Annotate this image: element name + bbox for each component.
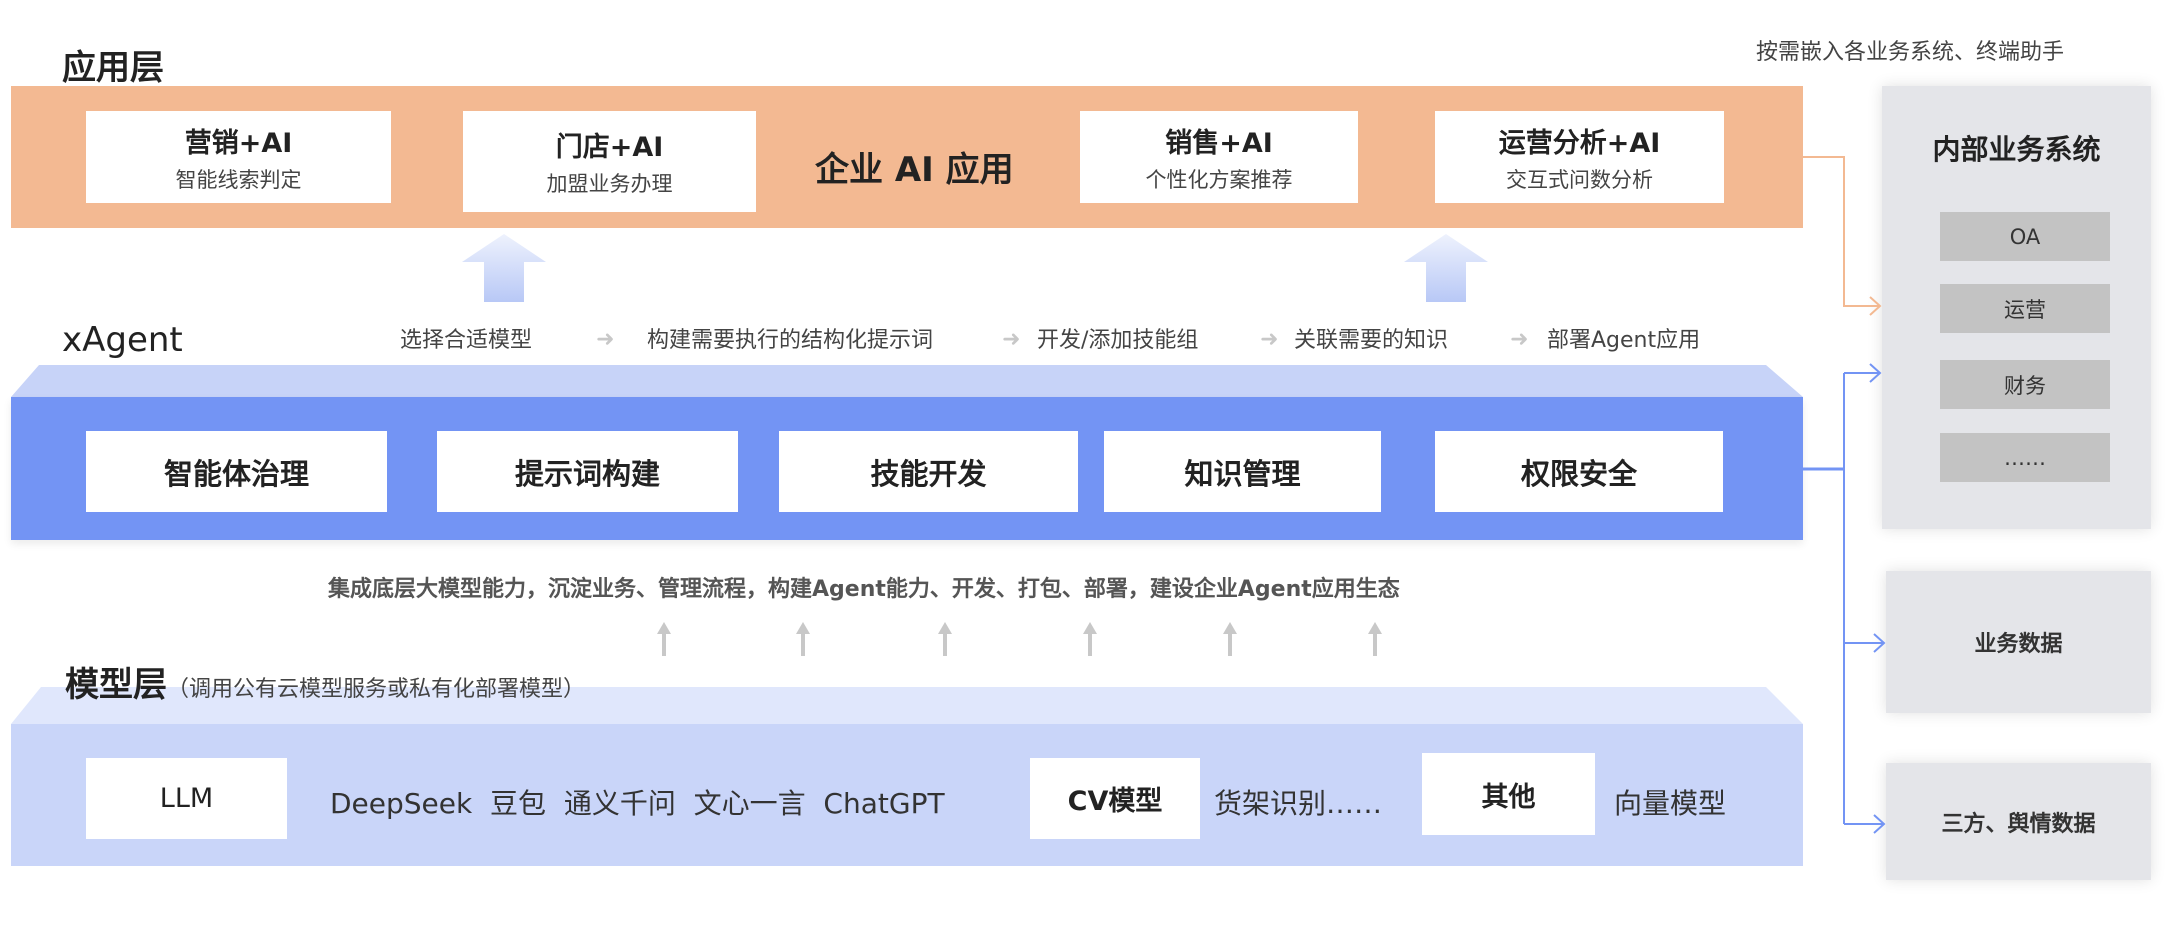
llm-models: DeepSeek 豆包 通义千问 文心一言 ChatGPT bbox=[330, 787, 945, 820]
model-layer-title: 模型层（调用公有云模型服务或私有化部署模型） bbox=[65, 657, 585, 706]
arrow-right-icon: ➜ bbox=[1260, 327, 1279, 352]
third-party-panel: 三方、舆情数据 bbox=[1886, 763, 2151, 880]
system-item-ops: 运营 bbox=[1940, 284, 2110, 333]
app-subtitle: 个性化方案推荐 bbox=[1145, 167, 1293, 192]
other-box: 其他 bbox=[1422, 753, 1595, 835]
system-item-oa: OA bbox=[1940, 212, 2110, 261]
llm-box: LLM bbox=[86, 758, 287, 839]
cv-box: CV模型 bbox=[1030, 758, 1200, 839]
app-subtitle: 智能线索判定 bbox=[175, 167, 302, 192]
up-arrow-icon bbox=[657, 622, 671, 656]
app-marketing: 营销+AI 智能线索判定 bbox=[86, 111, 391, 203]
cv-models: 货架识别…… bbox=[1214, 787, 1383, 820]
module-prompt-building: 提示词构建 bbox=[437, 431, 738, 512]
internal-systems-panel: 内部业务系统 OA 运营 财务 …… bbox=[1882, 86, 2151, 529]
connector-lines bbox=[1803, 156, 1886, 834]
app-subtitle: 交互式问数分析 bbox=[1506, 167, 1653, 192]
xagent-title: xAgent bbox=[62, 320, 183, 360]
xagent-description: 集成底层大模型能力，沉淀业务、管理流程，构建Agent能力、开发、打包、部署，建… bbox=[328, 577, 1400, 602]
module-agent-governance: 智能体治理 bbox=[86, 431, 387, 512]
module-knowledge: 知识管理 bbox=[1104, 431, 1381, 512]
module-skill-dev: 技能开发 bbox=[779, 431, 1078, 512]
arrow-head-icon bbox=[1873, 814, 1886, 834]
app-title: 营销+AI bbox=[184, 127, 293, 159]
app-title: 运营分析+AI bbox=[1498, 127, 1661, 159]
step-build-prompt: 构建需要执行的结构化提示词 bbox=[647, 328, 934, 353]
app-subtitle: 加盟业务办理 bbox=[546, 172, 673, 196]
system-item-more: …… bbox=[1940, 433, 2110, 482]
enterprise-ai-label: 企业 AI 应用 bbox=[815, 150, 1014, 190]
xagent-band-top bbox=[11, 365, 1803, 397]
up-arrow-icon bbox=[1083, 622, 1097, 656]
app-sales: 销售+AI 个性化方案推荐 bbox=[1080, 111, 1358, 203]
up-arrow-icon bbox=[1368, 622, 1382, 656]
model-layer-name: 模型层 bbox=[65, 665, 167, 705]
system-item-finance: 财务 bbox=[1940, 360, 2110, 409]
orange-connector bbox=[1803, 156, 1880, 307]
app-layer-title: 应用层 bbox=[62, 48, 164, 88]
app-ops-analysis: 运营分析+AI 交互式问数分析 bbox=[1435, 111, 1724, 203]
third-party-label: 三方、舆情数据 bbox=[1941, 811, 2096, 837]
arrow-right-icon: ➜ bbox=[1002, 327, 1021, 352]
step-deploy: 部署Agent应用 bbox=[1547, 328, 1701, 353]
embed-caption: 按需嵌入各业务系统、终端助手 bbox=[1756, 40, 2065, 65]
app-store: 门店+AI 加盟业务办理 bbox=[463, 111, 756, 212]
step-add-skills: 开发/添加技能组 bbox=[1037, 328, 1199, 353]
module-permission-security: 权限安全 bbox=[1435, 431, 1723, 512]
internal-systems-title: 内部业务系统 bbox=[1932, 133, 2101, 166]
model-band-top bbox=[11, 687, 1803, 724]
model-layer-subtitle: （调用公有云模型服务或私有化部署模型） bbox=[167, 677, 586, 702]
up-arrow-icon bbox=[1404, 234, 1488, 302]
arrow-head-icon bbox=[1873, 633, 1886, 653]
up-arrow-icon bbox=[796, 622, 810, 656]
arrow-right-icon: ➜ bbox=[596, 327, 615, 352]
app-title: 销售+AI bbox=[1165, 127, 1273, 159]
app-title: 门店+AI bbox=[555, 132, 664, 163]
up-arrow-icon bbox=[462, 234, 546, 302]
arrow-head-icon bbox=[1869, 296, 1882, 316]
business-data-label: 业务数据 bbox=[1974, 632, 2063, 657]
up-arrow-icon bbox=[1223, 622, 1237, 656]
other-models: 向量模型 bbox=[1614, 787, 1727, 820]
up-arrow-icon bbox=[938, 622, 952, 656]
step-link-knowledge: 关联需要的知识 bbox=[1294, 328, 1449, 353]
business-data-panel: 业务数据 bbox=[1886, 571, 2151, 713]
step-select-model: 选择合适模型 bbox=[400, 328, 533, 353]
arrow-head-icon bbox=[1869, 363, 1882, 383]
arrow-right-icon: ➜ bbox=[1510, 327, 1529, 352]
